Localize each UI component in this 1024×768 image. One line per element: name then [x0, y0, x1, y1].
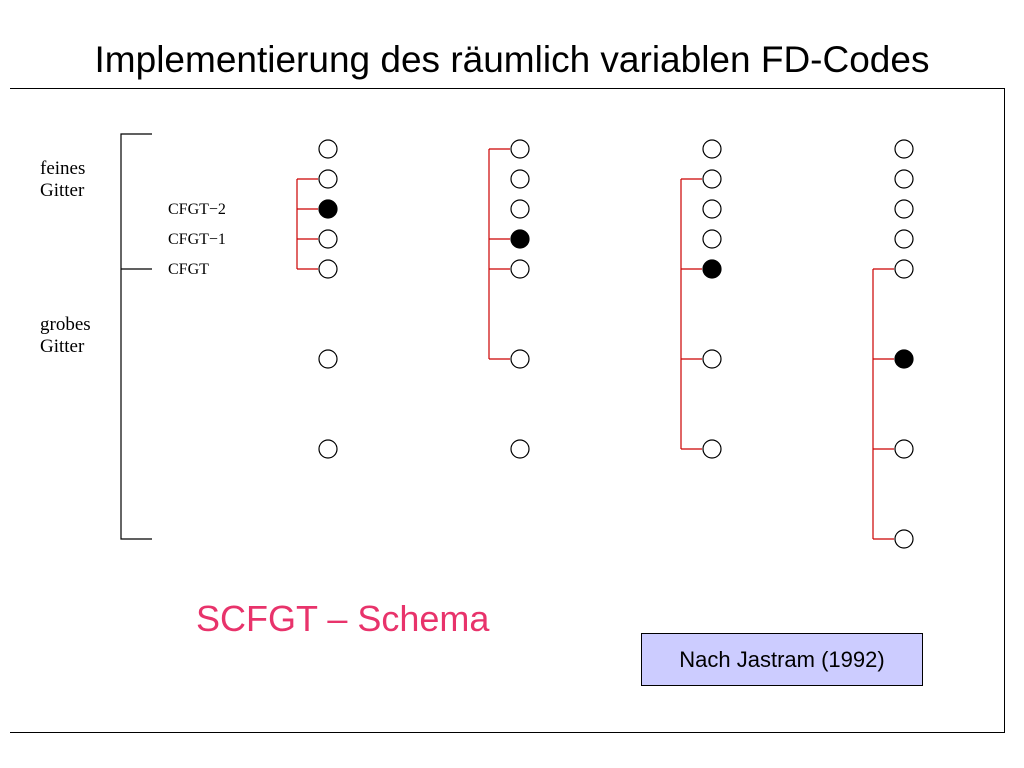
grid-node: [702, 349, 722, 369]
source-note: Nach Jastram (1992): [641, 633, 923, 686]
grid-node: [702, 229, 722, 249]
grid-nodes: [318, 139, 914, 549]
grid-node: [894, 439, 914, 459]
content-frame: [10, 88, 1005, 733]
fine-grid-label: feines Gitter: [40, 158, 86, 201]
stencil-bracket: [488, 148, 510, 360]
grid-node: [894, 259, 914, 279]
grid-node: [318, 229, 338, 249]
cfgt-minus1-label: CFGT−1: [168, 231, 226, 248]
grid-node: [510, 259, 530, 279]
grid-node: [894, 199, 914, 219]
grid-node: [894, 169, 914, 189]
schema-caption: SCFGT – Schema: [196, 598, 490, 639]
stencil-brackets: [296, 148, 894, 540]
cfgt-minus2-label: CFGT−2: [168, 201, 226, 218]
grid-node: [702, 439, 722, 459]
coarse-grid-label: grobes Gitter: [40, 314, 91, 357]
grid-node: [894, 139, 914, 159]
grid-node: [510, 199, 530, 219]
grid-node: [510, 349, 530, 369]
stencil-bracket: [296, 178, 318, 270]
grid-node-active: [702, 259, 722, 279]
grid-node: [318, 439, 338, 459]
grid-node: [510, 169, 530, 189]
grid-node: [702, 139, 722, 159]
grid-node: [894, 229, 914, 249]
grid-node: [318, 259, 338, 279]
grid-node-active: [318, 199, 338, 219]
stencil-bracket: [680, 178, 702, 450]
grid-node: [510, 439, 530, 459]
grid-node: [702, 199, 722, 219]
grid-node: [318, 349, 338, 369]
grid-node: [510, 139, 530, 159]
grid-node-active: [510, 229, 530, 249]
cfgt-label: CFGT: [168, 261, 209, 278]
grid-node-active: [894, 349, 914, 369]
grid-node: [702, 169, 722, 189]
grid-node: [318, 169, 338, 189]
stencil-bracket: [872, 268, 894, 540]
grid-node: [318, 139, 338, 159]
slide-title: Implementierung des räumlich variablen F…: [94, 39, 930, 80]
grid-node: [894, 529, 914, 549]
grid-bracket: [120, 133, 152, 540]
